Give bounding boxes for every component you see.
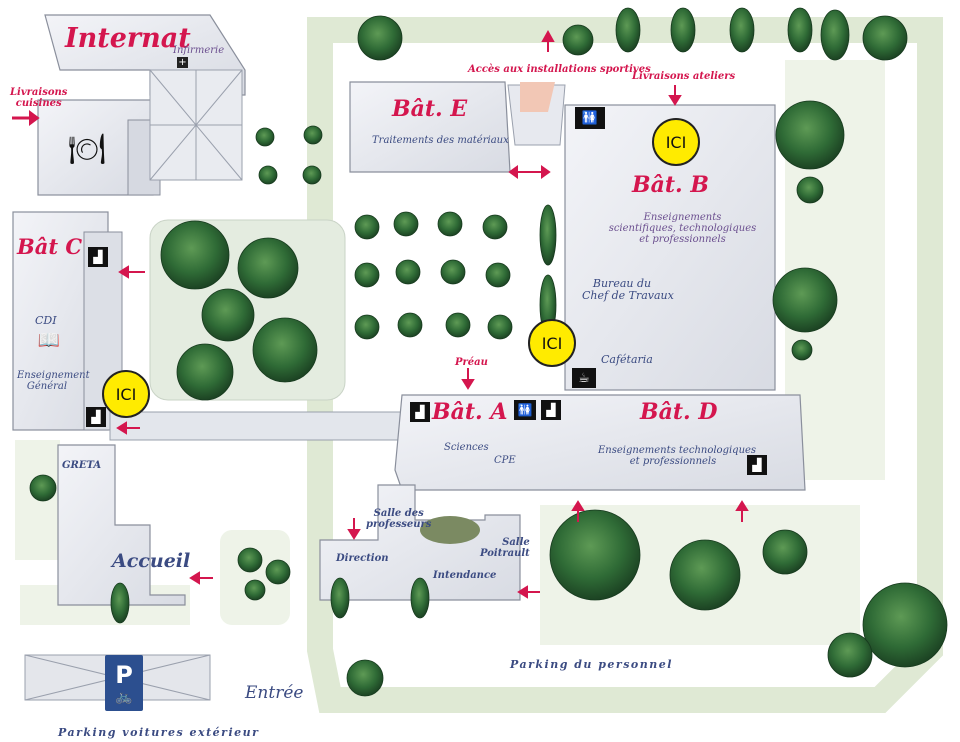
label-parking-exterieur: Parking voitures extérieur: [58, 726, 260, 739]
ici-marker-bat-b[interactable]: ICI: [652, 118, 700, 166]
livraisons-cuisines-line-1: Livraisons: [10, 87, 68, 98]
label-infirmerie: Infirmerie: [173, 45, 225, 56]
access-arrows: [12, 29, 749, 599]
toilets-icon: 🚻: [514, 400, 536, 420]
label-livraisons-cuisines: Livraisons cuisines: [10, 87, 67, 109]
coffee-cup-icon: ☕: [572, 368, 596, 388]
direction-building: [319, 484, 521, 601]
bat-a-d-building: [394, 394, 806, 491]
parking-sign: P 🚲: [105, 655, 143, 711]
label-bat-a: Bât. A: [432, 399, 508, 425]
label-acces-sportives: Accès aux installations sportives: [468, 64, 651, 75]
label-direction: Direction: [336, 553, 389, 564]
label-bat-d: Bât. D: [640, 399, 718, 425]
stairs-icon: ▟: [747, 455, 767, 475]
label-bureau: Bureau du Chef de Travaux: [582, 277, 674, 303]
label-entree: Entrée: [245, 683, 304, 703]
covered-walkway: [109, 411, 406, 441]
label-bat-e: Bât. E: [392, 96, 468, 122]
label-salle-poitrault: Salle Poitrault: [480, 537, 530, 559]
label-bat-d-desc: Enseignements technologiques et professi…: [598, 445, 757, 467]
salle-poit-line-1: Salle: [502, 537, 530, 548]
label-sciences: Sciences: [444, 442, 489, 453]
label-cafetaria: Cafétaria: [601, 353, 653, 366]
label-preau: Préau: [455, 357, 488, 368]
bat-d-desc-line-2: et professionnels: [629, 456, 717, 467]
parking-icon: P: [115, 661, 133, 689]
stairs-icon: ▟: [86, 407, 106, 427]
accueil-building: [57, 444, 186, 606]
livraisons-cuisines-line-2: cuisines: [15, 98, 62, 109]
label-bat-b: Bât. B: [632, 172, 709, 198]
salle-poit-line-2: Poitrault: [480, 548, 530, 559]
label-accueil: Accueil: [112, 550, 191, 572]
ici-marker-bat-c[interactable]: ICI: [102, 370, 150, 418]
label-cpe: CPE: [494, 455, 516, 466]
trees: [29, 7, 948, 697]
lawn-accueil: [220, 530, 290, 625]
bat-b-desc-line-1: Enseignements: [643, 212, 722, 223]
enseignement-line-2: Général: [26, 381, 68, 392]
salle-prof-line-1: Salle des: [373, 508, 424, 519]
label-bat-c: Bât C: [17, 234, 83, 259]
label-bat-b-desc: Enseignements scientifiques, technologiq…: [600, 212, 765, 245]
label-cdi: CDI: [35, 314, 57, 327]
label-enseignement-general: Enseignement Général: [17, 370, 90, 392]
book-icon: 📖: [37, 329, 61, 351]
bat-b-desc-line-3: et professionnels: [639, 234, 726, 245]
bureau-line-1: Bureau du: [592, 277, 652, 290]
bicycle-icon: 🚲: [115, 689, 133, 705]
label-greta: GRETA: [62, 460, 102, 471]
label-salle-professeurs: Salle des professeurs: [366, 508, 431, 530]
stairs-icon: ▟: [88, 247, 108, 267]
label-traitements: Traitements des matériaux: [372, 135, 509, 146]
label-intendance: Intendance: [433, 570, 497, 581]
stairs-icon: ▟: [541, 400, 561, 420]
salle-prof-line-2: professeurs: [366, 519, 432, 530]
first-aid-cross-icon: +: [177, 57, 188, 68]
bureau-line-2: Chef de Travaux: [582, 289, 674, 303]
label-livraisons-ateliers: Livraisons ateliers: [632, 71, 736, 82]
plate-cutlery-icon: 🍽: [67, 131, 107, 167]
green-path-ring: [307, 17, 943, 713]
stairs-icon: ▟: [410, 402, 430, 422]
label-parking-personnel: Parking du personnel: [510, 658, 673, 671]
bat-d-desc-line-1: Enseignements technologiques: [598, 445, 757, 456]
enseignement-line-1: Enseignement: [17, 370, 90, 381]
bat-b-desc-line-2: scientifiques, technologiques: [608, 223, 757, 234]
toilets-icon: 🚻: [575, 107, 605, 129]
ici-marker-preau[interactable]: ICI: [528, 319, 576, 367]
label-internat: Internat: [65, 23, 191, 54]
